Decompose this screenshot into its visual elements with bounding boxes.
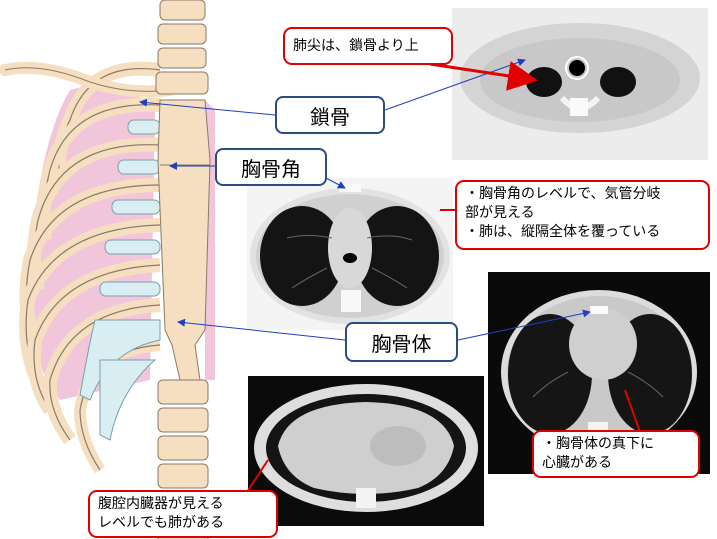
thorax-illustration [0, 0, 215, 539]
callout-carina: ・胸骨角のレベルで、気管分岐 部が見える ・肺は、縦隔全体を覆っている [455, 180, 710, 250]
ct-apex-slice [452, 8, 708, 160]
ct-carina-slice [247, 178, 453, 330]
callout-apex-text: 肺尖は、鎖骨より上 [293, 37, 419, 54]
label-sternum-body-text: 胸骨体 [371, 331, 432, 356]
callout-carina-line1: ・胸骨角のレベルで、気管分岐 [465, 186, 661, 202]
callout-carina-line2: 部が見える [465, 204, 535, 221]
sternum [157, 99, 211, 381]
callout-abdomen: 腹腔内臓器が見える レベルでも肺がある [88, 490, 278, 538]
label-clavicle-text: 鎖骨 [310, 104, 350, 129]
label-clavicle: 鎖骨 [275, 96, 385, 134]
callout-abdomen-line2: レベルでも肺がある [98, 514, 224, 531]
callout-heart-line2: 心臓がある [542, 454, 612, 471]
label-sternum-body: 胸骨体 [345, 322, 458, 362]
callout-abdomen-line1: 腹腔内臓器が見える [98, 496, 224, 512]
callout-heart-line1: ・胸骨体の真下に [542, 436, 654, 452]
callout-heart: ・胸骨体の真下に 心臓がある [532, 430, 700, 478]
callout-apex: 肺尖は、鎖骨より上 [283, 27, 453, 65]
ct-abdominal-slice [248, 376, 484, 526]
label-sternal-angle-text: 胸骨角 [241, 156, 301, 181]
label-sternal-angle: 胸骨角 [215, 148, 327, 186]
callout-carina-line3: ・肺は、縦隔全体を覆っている [465, 223, 661, 240]
